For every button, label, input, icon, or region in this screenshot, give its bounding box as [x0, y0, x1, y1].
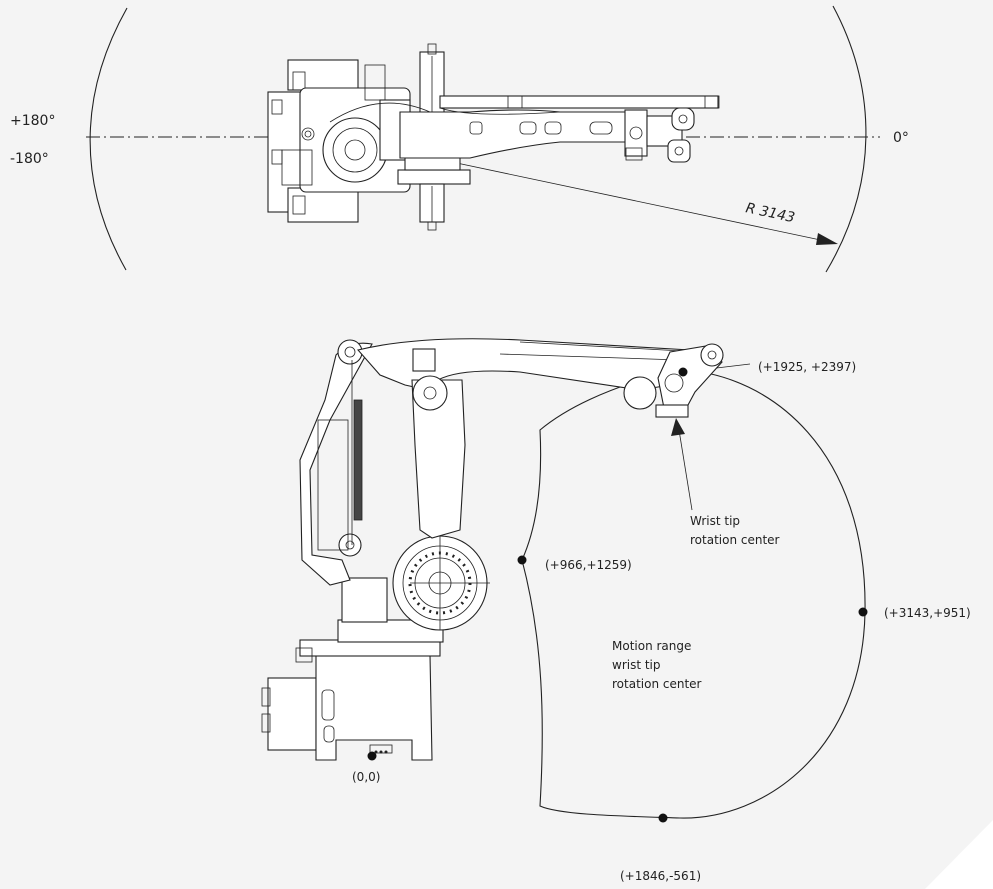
reach-arc-right	[825, 5, 867, 273]
point-label-top: (+1925, +2397)	[758, 360, 856, 374]
point-label-inner: (+966,+1259)	[545, 558, 632, 572]
top-view: +180° -180° 0° R 3143	[10, 5, 909, 273]
point-label-outer: (+3143,+951)	[884, 606, 971, 620]
wrist-arrowhead	[671, 418, 685, 436]
range-label-line3: rotation center	[612, 677, 702, 691]
robot-top-outline	[267, 43, 720, 231]
range-label-line2: wrist tip	[612, 658, 661, 672]
point-dot-top	[678, 367, 688, 377]
wrist-label-line2: rotation center	[690, 533, 780, 547]
point-label-origin: (0,0)	[352, 770, 380, 784]
robot-side-outline	[261, 338, 724, 761]
radius-label: R 3143	[744, 200, 796, 226]
side-view: (0,0) (+1925, +2397) (+966,+1259) (+3143…	[261, 338, 971, 883]
reach-arc-left	[89, 7, 128, 271]
motion-range-envelope	[521, 369, 866, 819]
corner-fold	[925, 820, 993, 889]
point-dot-outer	[858, 607, 868, 617]
radius-line	[451, 161, 831, 243]
point-label-bottom: (+1846,-561)	[620, 869, 701, 883]
point-dot-origin	[367, 751, 377, 761]
point-dot-inner	[517, 555, 527, 565]
point-dot-bottom	[658, 813, 668, 823]
radius-arrowhead	[816, 233, 838, 245]
wrist-arrow-line	[678, 429, 693, 511]
range-label-line1: Motion range	[612, 639, 691, 653]
angle-neg-label: -180°	[10, 151, 49, 167]
wrist-label-line1: Wrist tip	[690, 514, 740, 528]
angle-pos-label: +180°	[10, 113, 55, 129]
angle-zero-label: 0°	[893, 130, 909, 146]
